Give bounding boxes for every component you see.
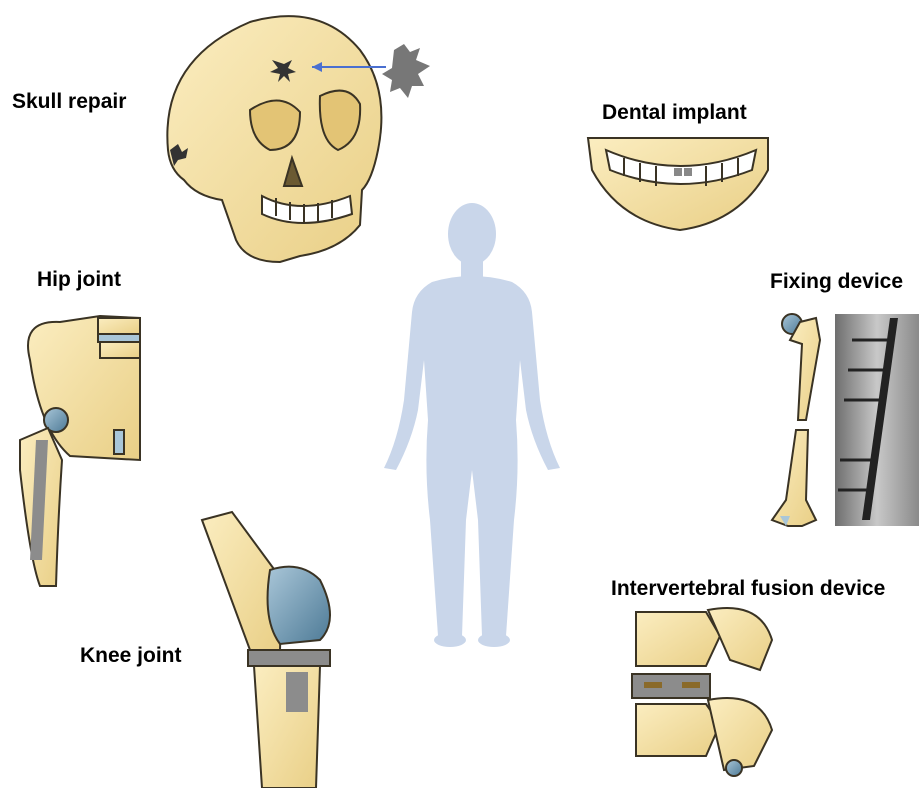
knee-joint-illustration [202,512,330,788]
fixing-device-illustration [772,314,820,526]
hip-joint-illustration [20,316,140,586]
skull-illustration [167,16,381,262]
label-dental-implant: Dental implant [602,101,747,125]
label-skull-repair: Skull repair [12,90,126,114]
label-intervertebral-fusion-device: Intervertebral fusion device [611,577,885,601]
intervertebral-illustration [632,608,772,776]
label-fixing-device: Fixing device [770,270,903,294]
skull-implant-patch [382,44,430,98]
human-body-silhouette [384,203,560,647]
label-knee-joint: Knee joint [80,644,182,668]
label-hip-joint: Hip joint [37,268,121,292]
fixing-device-xray [835,314,919,526]
dental-jaw-illustration [588,138,768,230]
